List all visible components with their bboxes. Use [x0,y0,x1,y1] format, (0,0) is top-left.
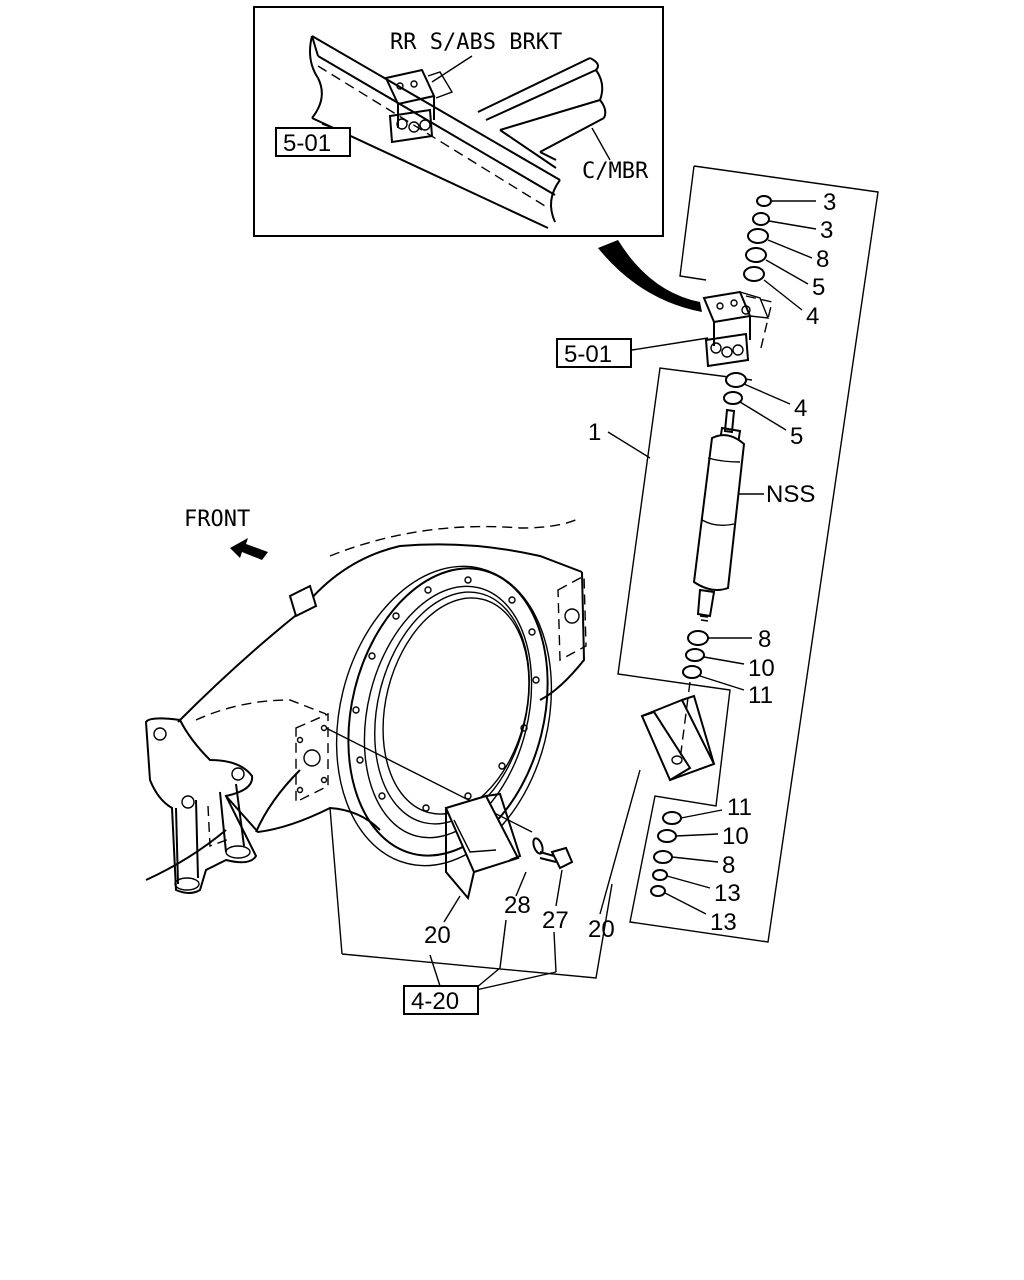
callout-8-top: 8 [816,246,829,273]
frame-rail [309,35,561,196]
retainer-4-top [743,266,765,282]
callout-13a: 13 [714,880,741,907]
top-hardware: 3 3 8 5 4 [743,189,836,330]
bush-5-top [745,247,767,263]
frame-rail-lower [311,77,549,229]
inset-crossmember-label: C/MBR [582,159,649,184]
nss-label: NSS [766,481,815,508]
bush-5-lower [723,391,743,405]
retainer-4-lower [725,372,747,388]
callout-28: 28 [504,892,531,919]
shock-bracket-ref-box [556,338,632,368]
axle-bracket-left: 28 27 20 20 [325,727,641,949]
callout-5-top: 5 [812,274,825,301]
washer-8-bot [653,850,673,864]
callout-5-lower: 5 [790,423,803,450]
bottom-hardware: 11 10 8 13 13 [650,794,752,936]
callout-8-mid: 8 [758,626,771,653]
shock-body [692,434,746,591]
callout-1: 1 [588,419,601,446]
inset-frame [253,6,664,237]
nut-13a [652,869,668,881]
group-ref-box [403,985,479,1015]
bracket-group-ref: 4-20 [403,919,557,1015]
nut-3b [752,212,770,226]
shock-bracket: 5-01 [556,290,773,368]
mid-hardware: 8 10 11 [682,626,775,709]
bush-10-bot [657,829,677,843]
callout-8-bot: 8 [722,852,735,879]
callout-11-bot: 11 [727,794,752,821]
inset-bracket [384,68,436,144]
callout-27: 27 [542,907,569,934]
callout-11-mid: 11 [748,682,773,709]
axle-housing [144,517,587,894]
bush-10-mid [685,648,705,662]
washer-8-top [747,228,769,244]
group-outline [329,165,879,979]
front-label: FRONT [184,507,250,532]
callout-10-mid: 10 [748,655,775,682]
shock-bracket-ref: 5-01 [564,341,612,368]
front-arrow-icon [230,538,268,560]
bolt-27-head [550,846,574,870]
inset-ref-label: 5-01 [283,130,331,157]
callout-4-top: 4 [806,303,819,330]
inset-ref-box [275,127,351,157]
bolt-28-washer [532,837,544,855]
inset-bracket-label: RR S/ABS BRKT [390,30,562,55]
callout-20-left: 20 [424,922,451,949]
callout-10-bot: 10 [722,823,749,850]
crossmember [477,57,607,153]
shock-absorber: 4 5 NSS 1 [588,372,815,622]
callout-3b: 3 [820,217,833,244]
front-indicator: FRONT [184,507,268,560]
axle-bracket-right [640,681,716,782]
callout-3a: 3 [823,189,836,216]
retainer-11-mid [682,665,702,679]
group-ref-label: 4-20 [411,988,459,1015]
inset-detail: RR S/ABS BRKT C/MBR 5-01 [253,6,664,237]
retainer-11-bot [662,811,682,825]
nut-13b [650,885,666,897]
callout-4-lower: 4 [794,395,807,422]
detail-arrow [598,240,702,312]
callout-20-right: 20 [588,916,615,943]
washer-8-mid [687,630,709,646]
nut-3a [756,195,772,207]
callout-13b: 13 [710,909,737,936]
